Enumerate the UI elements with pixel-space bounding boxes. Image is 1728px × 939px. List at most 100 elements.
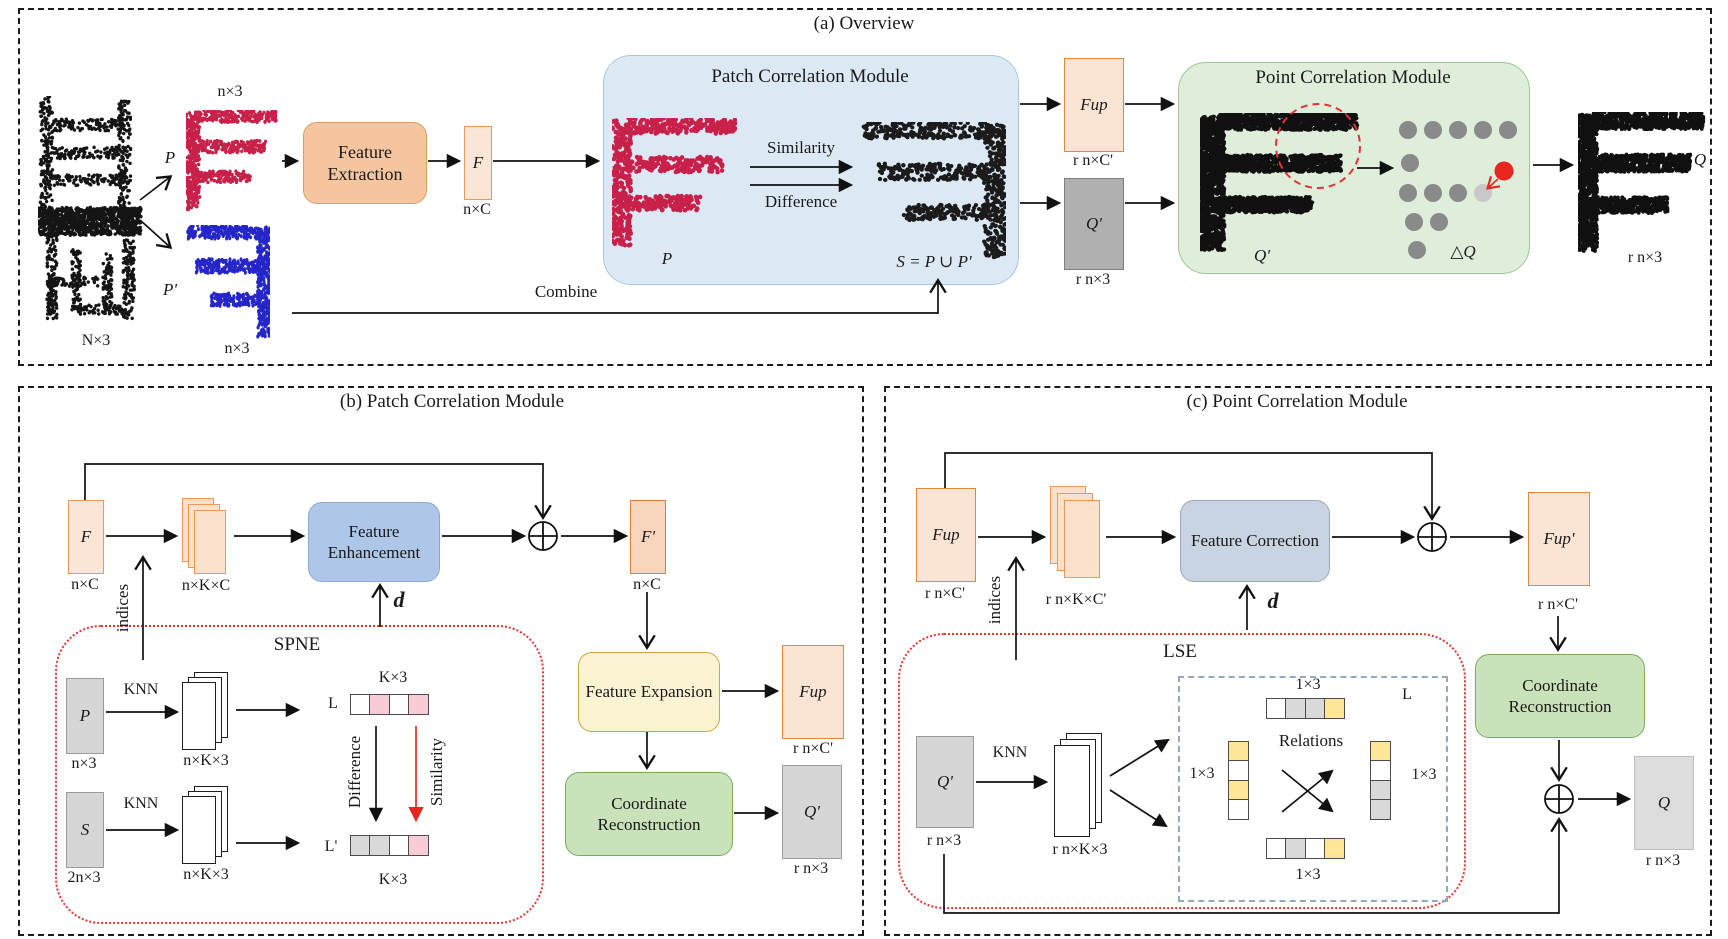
indices-label-c: indices bbox=[985, 575, 1004, 625]
matrix-cell-gray bbox=[1370, 779, 1391, 801]
patch-dim-top-label: n×3 bbox=[217, 83, 243, 100]
fup-box-b: Fup bbox=[782, 645, 844, 739]
patch-p-prime-label: P' bbox=[162, 280, 178, 299]
point-module-title: Point Correlation Module bbox=[1255, 67, 1451, 88]
f-dim-label: n×C bbox=[463, 201, 491, 218]
q-prime-label-b: Q' bbox=[804, 802, 820, 821]
f-box-b: F bbox=[68, 500, 104, 574]
spne-region bbox=[55, 625, 544, 924]
relations-col-left bbox=[1228, 741, 1249, 821]
grouped-dim-b: n×K×C bbox=[181, 577, 231, 594]
stack-sheet bbox=[194, 510, 226, 574]
panel-b-title: (b) Patch Correlation Module bbox=[339, 391, 565, 412]
delta-q-label: △Q bbox=[1450, 242, 1476, 261]
matrix-cell-white bbox=[388, 835, 410, 856]
feature-correction-box: Feature Correction bbox=[1180, 500, 1330, 582]
f-dim-b: n×C bbox=[71, 576, 99, 593]
stack-sheet bbox=[182, 682, 216, 750]
spne-s-dim: 2n×3 bbox=[67, 869, 101, 886]
grouped-feature-stack-b bbox=[182, 498, 226, 574]
dim-right-label: 1×3 bbox=[1411, 766, 1437, 783]
matrix-cell-yellow bbox=[1228, 779, 1249, 801]
fup-prime-dim: r n×C' bbox=[1538, 596, 1578, 613]
q-label-c: Q bbox=[1657, 793, 1671, 812]
q-prime-label-a: Q' bbox=[1086, 214, 1102, 233]
q-prime-dim-b: r n×3 bbox=[793, 860, 829, 877]
input-point-cloud-chair bbox=[36, 94, 150, 328]
feature-expansion-label: Feature Expansion bbox=[585, 682, 713, 702]
patch-module-p-cloud bbox=[609, 115, 738, 248]
dim-top-label: 1×3 bbox=[1295, 676, 1321, 693]
patch-p-cloud bbox=[184, 108, 278, 212]
f-prime-dim: n×C bbox=[633, 576, 661, 593]
patch-module-title: Patch Correlation Module bbox=[711, 66, 909, 87]
lse-knn-label: KNN bbox=[992, 744, 1028, 761]
fup-label-c: Fup bbox=[932, 525, 960, 544]
q-prime-box-a: Q' bbox=[1064, 178, 1124, 270]
knn-stack-top-b bbox=[182, 672, 228, 750]
spne-p-label: P bbox=[79, 706, 91, 725]
matrix-cell-yellow bbox=[1324, 838, 1346, 859]
fup-prime-label: Fup' bbox=[1543, 529, 1575, 548]
lse-stack-dim: r n×K×3 bbox=[1052, 841, 1108, 858]
f-feature-box: F bbox=[464, 126, 492, 200]
spne-similarity-label: Similarity bbox=[427, 738, 446, 806]
matrix-cell-white bbox=[1370, 760, 1391, 782]
coordinate-reconstruction-box-c: Coordinate Reconstruction bbox=[1475, 654, 1645, 738]
matrix-cell-white bbox=[1266, 838, 1287, 859]
matrix-cell-gray bbox=[1285, 838, 1307, 859]
spne-stack-top-dim: n×K×3 bbox=[183, 752, 229, 769]
fup-feature-label-a: Fup bbox=[1080, 95, 1108, 114]
knn-label-top: KNN bbox=[123, 681, 159, 698]
feature-correction-label: Feature Correction bbox=[1191, 531, 1319, 551]
matrix-cell-gray bbox=[1285, 698, 1307, 719]
patch-dim-bottom-label: n×3 bbox=[224, 340, 250, 357]
patch-p-label: P bbox=[164, 148, 176, 167]
d-label-b: d bbox=[393, 587, 405, 612]
feature-enhancement-label: Feature Enhancement bbox=[327, 521, 421, 562]
l-prime-row-label: L' bbox=[324, 838, 338, 855]
f-prime-box: F' bbox=[630, 500, 666, 574]
panel-c-border bbox=[884, 386, 1712, 936]
matrix-cell-gray bbox=[350, 835, 371, 856]
lse-q-prime-box: Q' bbox=[916, 736, 974, 828]
fup-dim-label-a: r n×C' bbox=[1073, 152, 1113, 169]
point-module-q-prime-label: Q' bbox=[1254, 246, 1270, 265]
matrix-cell-yellow bbox=[1228, 741, 1249, 762]
spne-stack-bottom-dim: n×K×3 bbox=[183, 866, 229, 883]
panel-c-title: (c) Point Correlation Module bbox=[1186, 391, 1408, 412]
fup-feature-box-a: Fup bbox=[1064, 58, 1124, 152]
l-row-dim: K×3 bbox=[378, 669, 408, 686]
matrix-cell-gray bbox=[1304, 698, 1326, 719]
panel-a-border bbox=[18, 8, 1712, 366]
spne-difference-label: Difference bbox=[345, 735, 364, 809]
lse-q-prime-label: Q' bbox=[937, 772, 953, 791]
feature-enhancement-box: Feature Enhancement bbox=[308, 502, 440, 582]
s-union-label: S = P ∪ P' bbox=[896, 252, 972, 271]
relations-col-right bbox=[1370, 741, 1391, 821]
relations-l-label: L bbox=[1402, 686, 1412, 703]
spne-title: SPNE bbox=[273, 634, 321, 655]
dim-bottom-label: 1×3 bbox=[1295, 866, 1321, 883]
matrix-cell-pink bbox=[408, 694, 430, 715]
grouped-dim-c: r n×K×C' bbox=[1045, 591, 1107, 608]
fup-dim-b: r n×C' bbox=[793, 740, 833, 757]
spne-p-dim: n×3 bbox=[71, 755, 97, 772]
output-q-cloud bbox=[1576, 109, 1706, 254]
matrix-cell-pink bbox=[408, 835, 430, 856]
matrix-cell-yellow bbox=[1370, 741, 1391, 762]
output-q-dim-label: r n×3 bbox=[1627, 249, 1663, 266]
matrix-cell-white bbox=[350, 694, 371, 715]
patch-module-p-label: P bbox=[661, 249, 673, 268]
spne-p-box: P bbox=[66, 678, 104, 754]
input-dim-label: N×3 bbox=[81, 332, 111, 349]
fup-label-b: Fup bbox=[799, 682, 827, 701]
q-box-c: Q bbox=[1634, 756, 1694, 850]
feature-extraction-label: Feature Extraction bbox=[327, 141, 403, 185]
q-dim-c: r n×3 bbox=[1645, 852, 1681, 869]
lse-title: LSE bbox=[1163, 641, 1197, 662]
coordinate-reconstruction-label-b: Coordinate Reconstruction bbox=[597, 793, 701, 834]
fup-prime-box: Fup' bbox=[1528, 492, 1590, 586]
l-prime-row-dim: K×3 bbox=[378, 871, 408, 888]
s-union-cloud bbox=[860, 119, 1009, 260]
